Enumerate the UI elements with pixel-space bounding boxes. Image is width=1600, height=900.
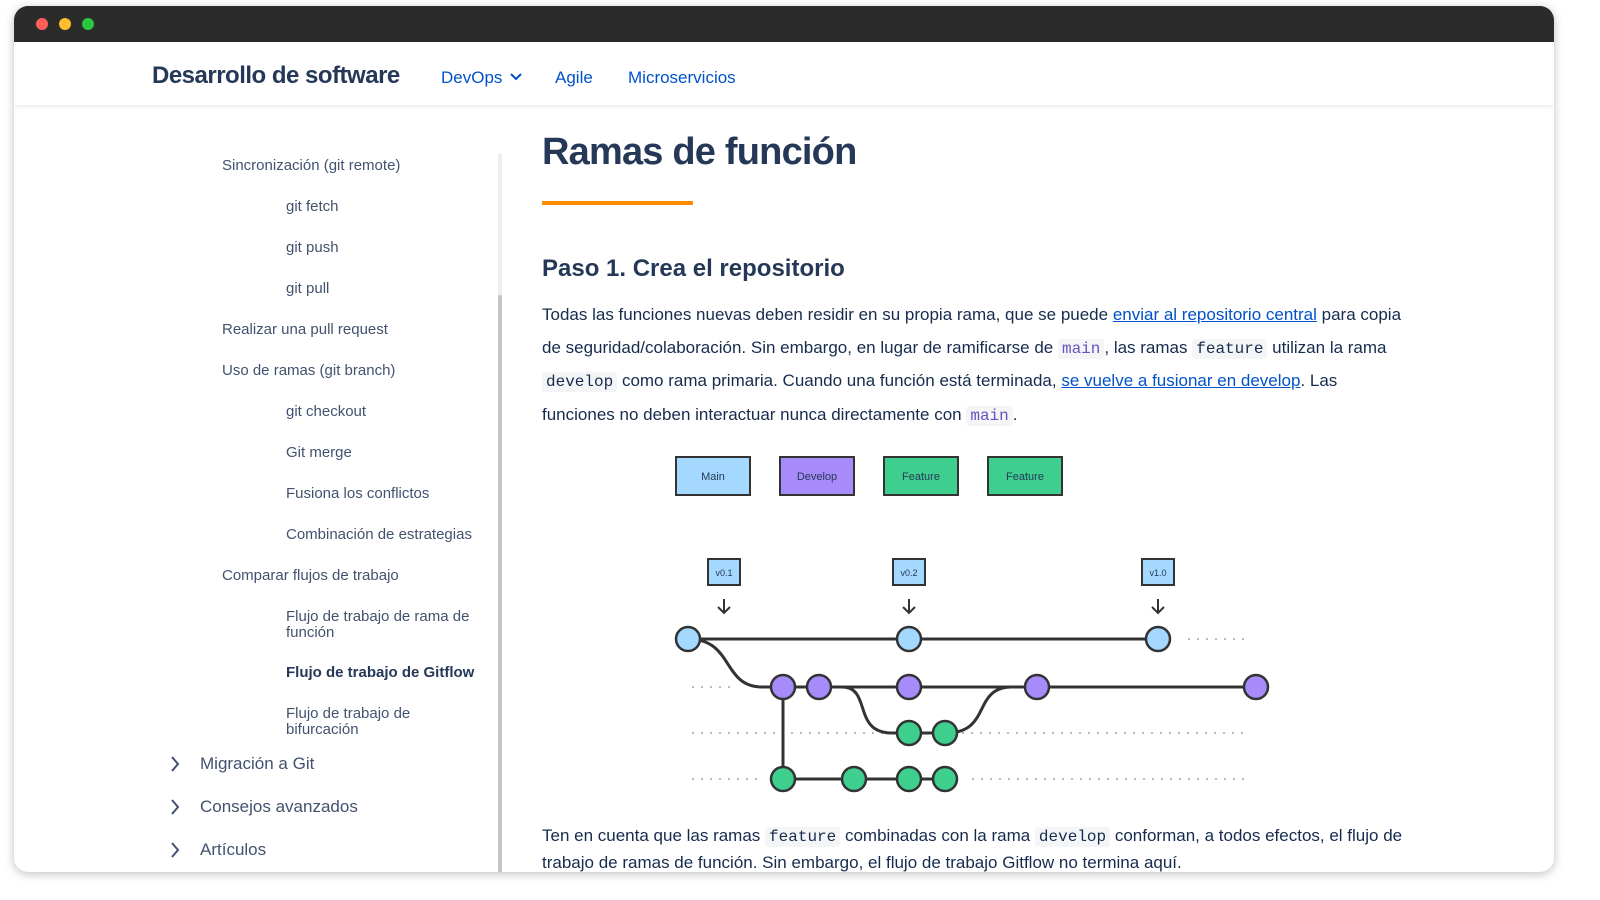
title-underline — [542, 201, 693, 205]
text: combinadas con la rama — [840, 826, 1035, 845]
legend-feature-label-2: Feature — [1006, 471, 1044, 483]
sidebar-item-conflictos[interactable]: Fusiona los conflictos — [286, 485, 430, 502]
commit-feature — [769, 765, 797, 793]
legend-feature-box-2 — [987, 456, 1063, 496]
arrow-down-icon — [1151, 599, 1165, 615]
text: utilizan la rama — [1267, 337, 1387, 357]
text: Todas las funciones nuevas deben residir… — [542, 305, 1113, 324]
sidebar-item-git-merge[interactable]: Git merge — [286, 444, 352, 461]
text: . — [1012, 404, 1018, 424]
browser-window: Desarrollo de software DevOps Agile Micr… — [14, 6, 1554, 872]
sidebar-item-bifurcacion[interactable]: Flujo de trabajo de bifurcación — [286, 705, 411, 738]
commit-develop — [769, 673, 797, 701]
tag-box-v02 — [892, 558, 926, 586]
sidebar-item-git-push[interactable]: git push — [286, 239, 339, 256]
text: Ten en cuenta que las ramas — [542, 826, 766, 845]
sidebar-section-consejos[interactable]: Consejos avanzados — [200, 797, 358, 816]
text: . Las funciones no deben interactuar nun… — [542, 371, 1338, 424]
sidebar-scrollbar-thumb[interactable] — [498, 295, 502, 872]
tag-v02-label: v0.2 — [900, 568, 917, 578]
arrow-down-icon — [717, 599, 731, 615]
legend-feature-box — [883, 456, 959, 496]
code-main: main — [1057, 338, 1105, 359]
commit-feature — [895, 719, 923, 747]
sidebar-item-git-branch[interactable]: Uso de ramas (git branch) — [222, 362, 396, 379]
tag-v10-label: v1.0 — [1149, 568, 1166, 578]
nav-devops[interactable]: DevOps — [441, 68, 523, 88]
text: para copia de seguridad/colaboración. Si… — [542, 305, 1402, 357]
site-brand[interactable]: Desarrollo de software — [152, 62, 400, 89]
chevron-right-icon — [171, 842, 180, 858]
sidebar: Sincronización (git remote) git fetch gi… — [14, 105, 514, 872]
legend-feature-label: Feature — [902, 471, 940, 483]
paragraph-note: Ten en cuenta que las ramas feature comb… — [542, 823, 1412, 872]
branch-lines — [687, 637, 1256, 781]
text: como rama primaria. Cuando una función e… — [617, 371, 1062, 390]
code-develop: develop — [1034, 827, 1111, 847]
chevron-down-icon — [510, 73, 523, 81]
arrow-down-icon — [902, 599, 916, 615]
gitflow-diagram: Main Develop Feature Feature v0.1 v0.2 v… — [674, 456, 1270, 793]
tag-box-v10 — [1141, 558, 1175, 586]
commit-develop — [805, 673, 833, 701]
chevron-right-icon — [171, 756, 180, 772]
legend-develop-label: Develop — [797, 471, 837, 483]
commit-develop — [1242, 673, 1270, 701]
sidebar-item-estrategias[interactable]: Combinación de estrategias — [286, 526, 472, 543]
maximize-window-button[interactable] — [82, 18, 94, 30]
minimize-window-button[interactable] — [59, 18, 71, 30]
sidebar-item-comparar-flujos[interactable]: Comparar flujos de trabajo — [222, 567, 399, 584]
commit-feature — [895, 765, 923, 793]
sidebar-section-migracion[interactable]: Migración a Git — [200, 754, 315, 773]
sidebar-item-git-checkout[interactable]: git checkout — [286, 403, 367, 420]
version-tags: v0.1 v0.2 v1.0 — [707, 558, 1175, 615]
code-feature: feature — [765, 827, 841, 847]
commit-feature — [840, 765, 868, 793]
sidebar-item-gitflow[interactable]: Flujo de trabajo de Gitflow — [286, 664, 475, 681]
commit-feature — [931, 719, 959, 747]
paragraph-intro: Todas las funciones nuevas deben residir… — [542, 299, 1412, 432]
commit-main — [895, 625, 923, 653]
sidebar-item-git-fetch[interactable]: git fetch — [286, 198, 339, 215]
commit-main — [674, 625, 702, 653]
page-title: Ramas de función — [542, 131, 857, 173]
top-navigation: Desarrollo de software DevOps Agile Micr… — [14, 42, 1554, 105]
legend-develop-box — [779, 456, 855, 496]
sidebar-item-flujo-rama-funcion[interactable]: Flujo de trabajo de rama de función — [286, 608, 470, 641]
nav-devops-label: DevOps — [441, 68, 503, 87]
code-develop: develop — [542, 372, 618, 392]
dotted-guides — [692, 638, 1246, 780]
commit-develop — [1023, 673, 1051, 701]
text: , las ramas — [1104, 337, 1193, 357]
step-heading: Paso 1. Crea el repositorio — [542, 255, 845, 282]
sidebar-item-sincronizacion[interactable]: Sincronización (git remote) — [222, 157, 401, 174]
nav-agile[interactable]: Agile — [555, 68, 593, 87]
tag-v01-label: v0.1 — [715, 568, 732, 578]
sidebar-item-git-pull[interactable]: git pull — [286, 280, 330, 297]
title-bar — [14, 6, 1554, 42]
commit-main — [1144, 625, 1172, 653]
code-main: main — [966, 405, 1013, 426]
commits — [674, 625, 1270, 793]
text: conforman, a todos efectos, el flujo de … — [542, 826, 1403, 872]
chevron-right-icon — [171, 799, 180, 815]
close-window-button[interactable] — [36, 18, 48, 30]
commit-feature — [931, 765, 959, 793]
code-feature: feature — [1192, 338, 1268, 359]
nav-microservicios[interactable]: Microservicios — [628, 68, 736, 87]
legend-main-label: Main — [701, 471, 725, 483]
sidebar-item-pull-request[interactable]: Realizar una pull request — [222, 321, 388, 338]
diagram-legend: Main Develop Feature Feature — [675, 456, 1063, 496]
tag-box-v01 — [707, 558, 741, 586]
link-enviar-repositorio[interactable]: enviar al repositorio central — [1112, 305, 1317, 324]
sidebar-section-articulos[interactable]: Artículos — [200, 840, 267, 859]
legend-main-box — [675, 456, 751, 496]
commit-develop — [895, 673, 923, 701]
link-fusionar-develop[interactable]: se vuelve a fusionar en develop — [1061, 371, 1301, 390]
